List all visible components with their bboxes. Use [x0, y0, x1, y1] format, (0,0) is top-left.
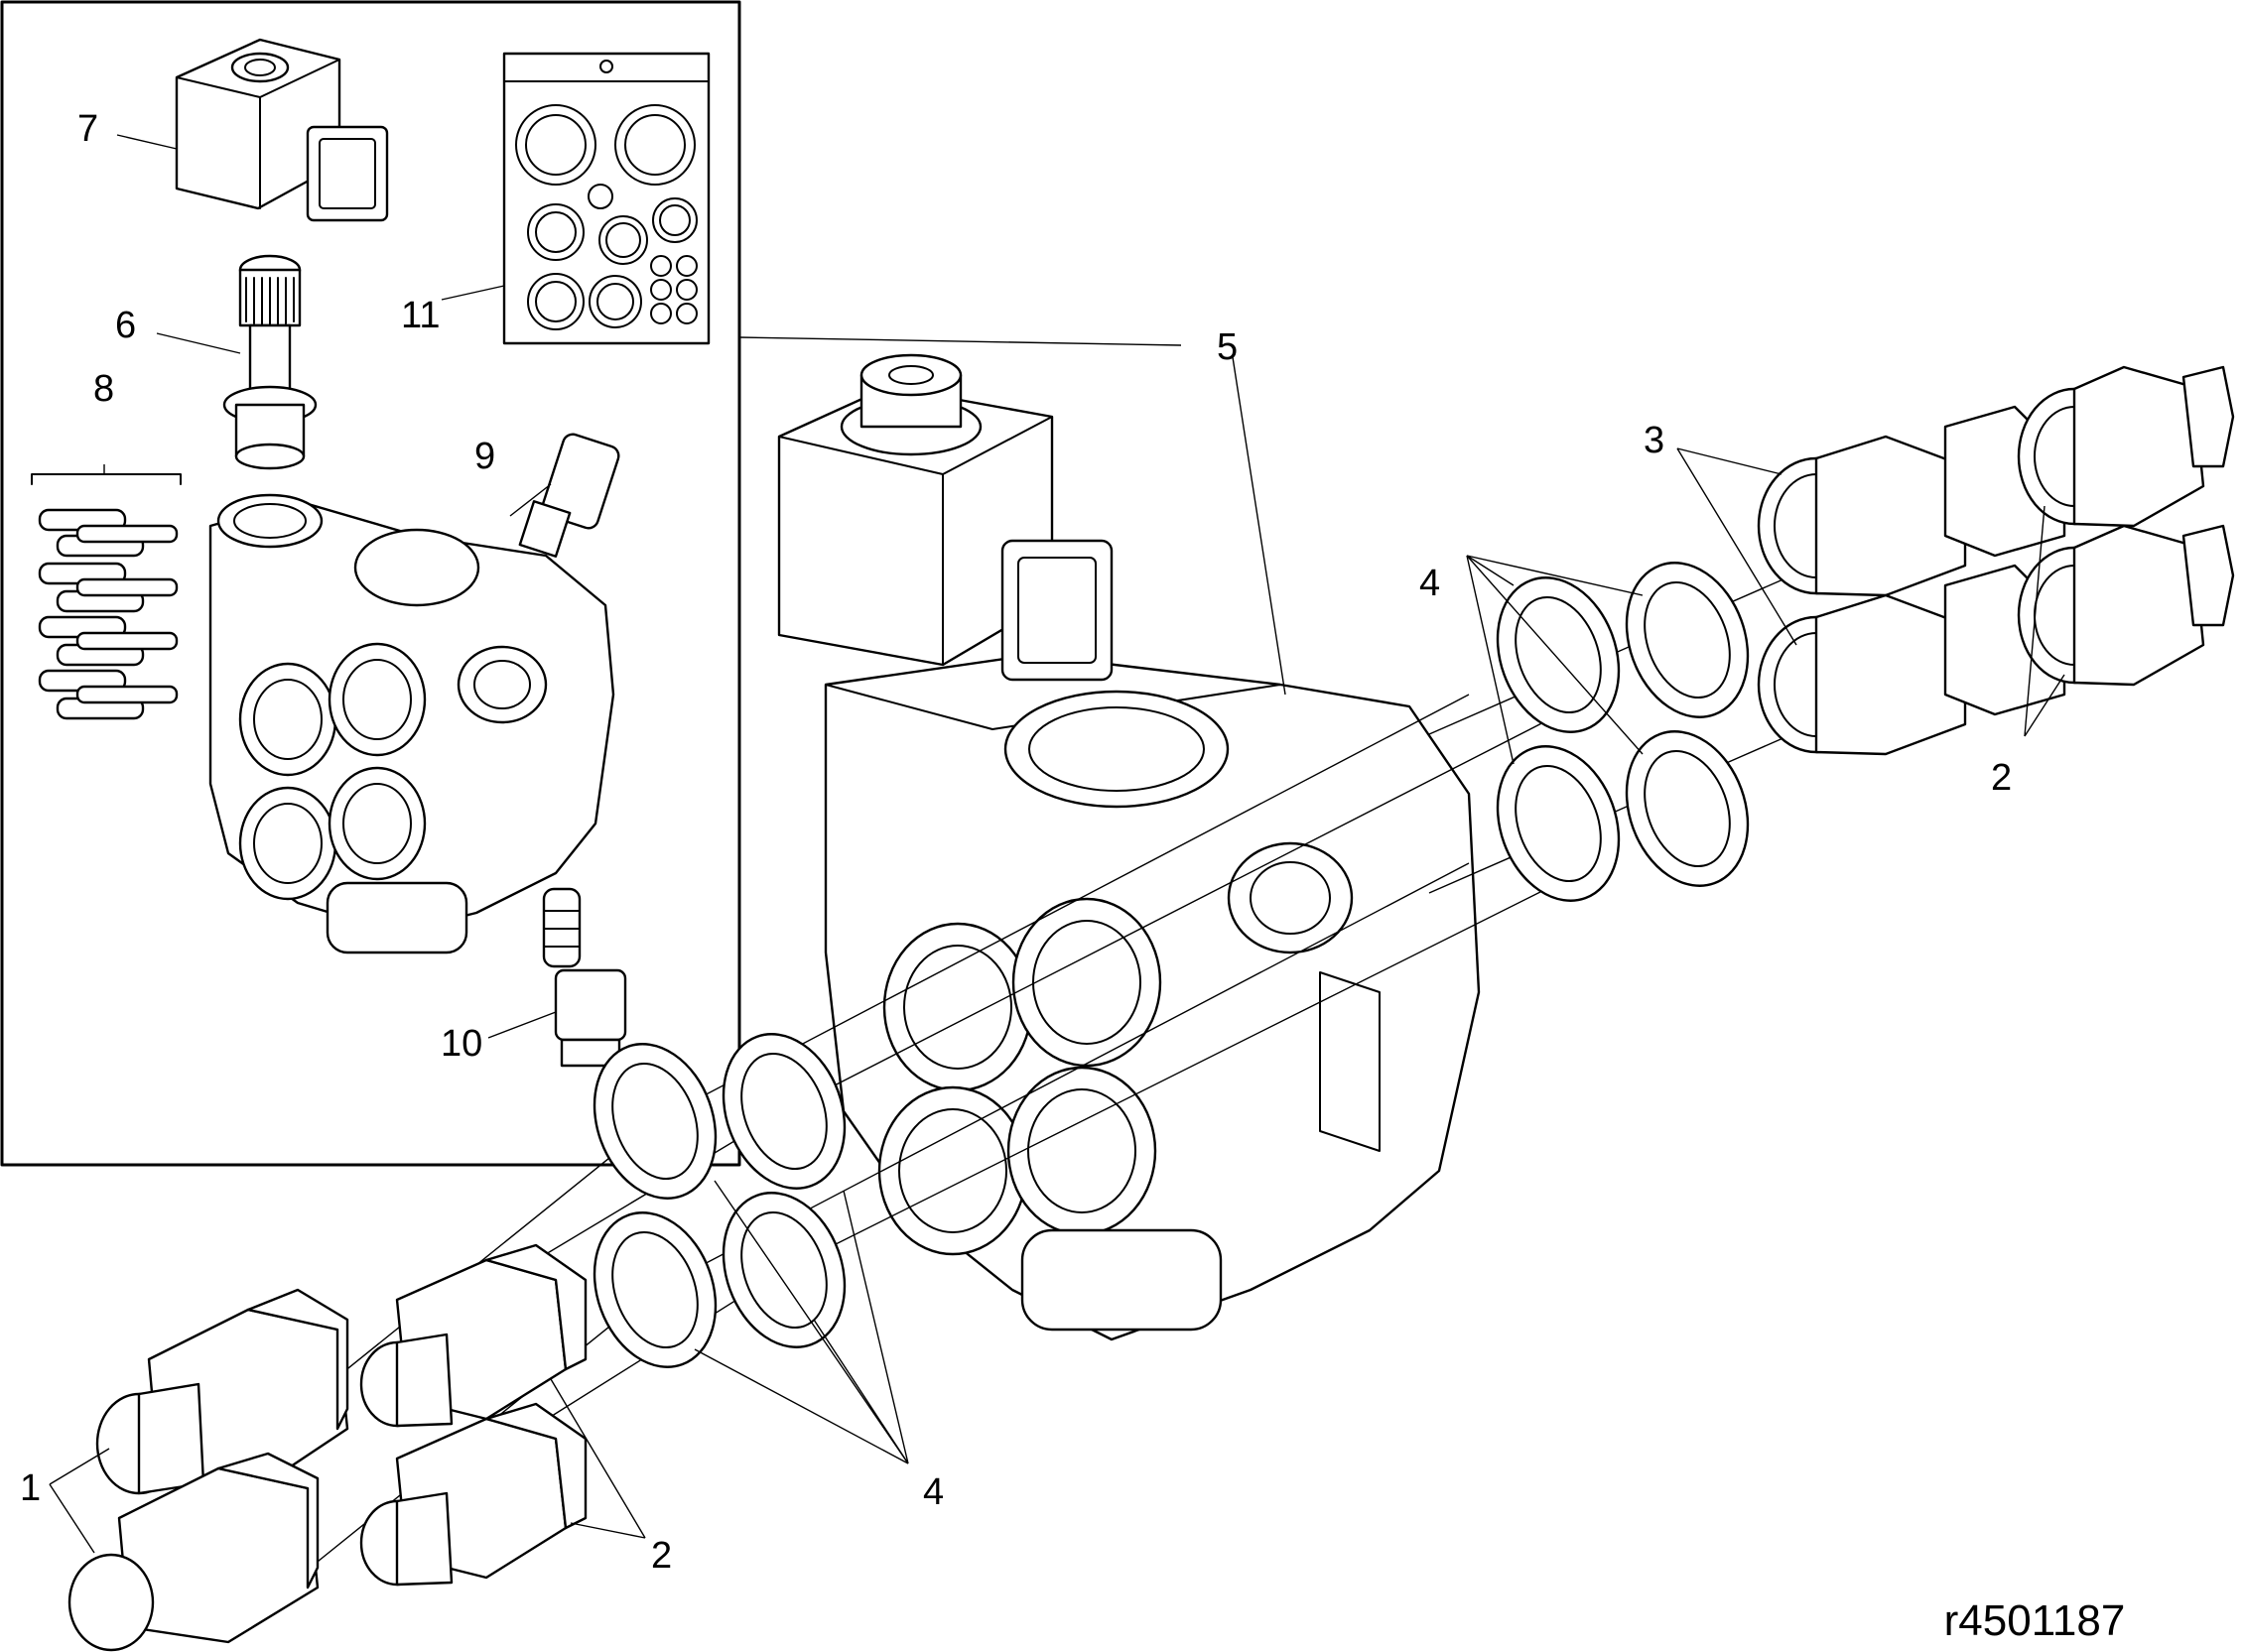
valve-body-main [824, 653, 1481, 1341]
valve-body-inset [208, 493, 615, 954]
washer-rear-upper-right [1625, 562, 1750, 718]
callout-2-rear: 2 [1991, 757, 2012, 799]
washer-front-lower-right [722, 1192, 847, 1348]
fitting-2-rear-lower [2017, 524, 2235, 687]
sealing-washers [593, 562, 1750, 1368]
connector-pins-inset [31, 473, 182, 720]
callout-6: 6 [115, 305, 136, 346]
callout-7: 7 [77, 108, 98, 150]
fitting-1-upper [95, 1288, 349, 1495]
seal-kit-inset [502, 52, 711, 345]
callout-2-front: 2 [651, 1535, 672, 1577]
reference-code: r4501187 [1944, 1596, 2126, 1645]
fitting-1-lower [67, 1452, 320, 1652]
callout-labels: 7 6 8 11 9 10 5 3 4 2 4 1 2 r4501187 [20, 108, 2125, 1645]
washer-front-lower-left [593, 1211, 718, 1368]
solenoid-coil-main [777, 353, 1114, 682]
plug-inset [518, 433, 620, 558]
callout-10: 10 [441, 1023, 482, 1065]
callout-11: 11 [401, 295, 440, 336]
detail-inset [0, 0, 1182, 1167]
callout-1: 1 [20, 1467, 41, 1509]
washer-front-upper-left [593, 1043, 718, 1200]
callout-3: 3 [1644, 420, 1664, 461]
valve-cartridge-inset [222, 254, 318, 470]
fitting-2-front-lower [359, 1402, 588, 1587]
callout-8: 8 [93, 368, 114, 410]
callout-9: 9 [474, 436, 495, 477]
washer-rear-lower-left [1496, 745, 1621, 902]
solenoid-coil-inset [175, 38, 389, 222]
callout-4-rear: 4 [1419, 563, 1440, 604]
fitting-3-lower [1757, 564, 2066, 756]
main-leaders [49, 356, 2065, 1554]
relief-cartridge-inset [542, 887, 627, 1068]
callout-5: 5 [1217, 326, 1238, 368]
washer-front-upper-right [722, 1033, 847, 1190]
fitting-2-rear-upper [2017, 365, 2235, 528]
washer-rear-lower-right [1625, 730, 1750, 887]
fitting-2-front-upper [359, 1243, 588, 1428]
fitting-3-upper [1757, 405, 2066, 597]
callout-4-front: 4 [923, 1471, 944, 1513]
inset-leaders [103, 134, 557, 1039]
